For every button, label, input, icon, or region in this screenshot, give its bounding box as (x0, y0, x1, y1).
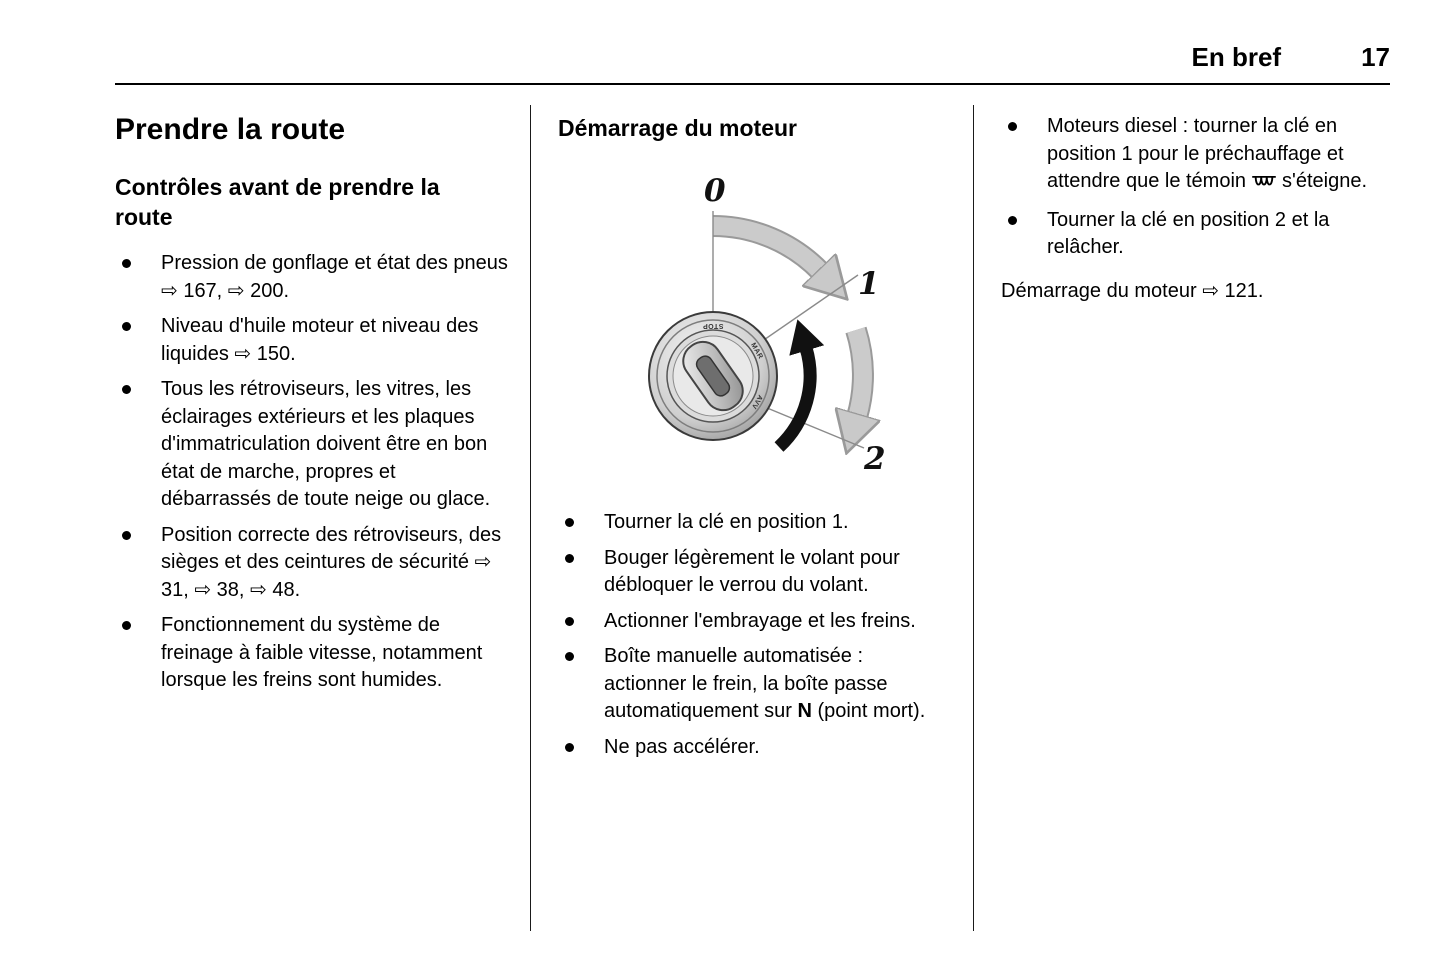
list-item: Tous les rétroviseurs, les vitres, les é… (115, 376, 508, 514)
lock-label-stop: STOP (703, 322, 724, 329)
column-divider (530, 105, 531, 931)
list-item: Ne pas accélérer. (558, 734, 947, 762)
list-item: Boîte manuelle automatisée : actionner l… (558, 643, 947, 726)
position-label-2: 2 (863, 441, 886, 477)
section-title: En bref (1191, 42, 1282, 72)
return-arrow (774, 319, 825, 452)
page-number: 17 (1361, 42, 1390, 72)
column-engine-start: Démarrage du moteur (531, 85, 973, 931)
list-item-text: Moteurs diesel : tourner la clé en posit… (1047, 115, 1344, 192)
glow-plug-icon (1252, 171, 1277, 199)
cross-reference: Démarrage du moteur ⇨ 121. (1001, 279, 1264, 302)
list-item: Tourner la clé en position 2 et la relâc… (1001, 207, 1385, 262)
content-columns: Prendre la route Contrôles avant de pren… (115, 85, 1445, 931)
rotation-arc-0-to-1 (712, 215, 821, 272)
ignition-lock: STOP MAR AVV (648, 311, 778, 441)
leader-lines (712, 211, 865, 449)
column-divider (973, 105, 974, 931)
position-label-1: 1 (858, 266, 880, 302)
list-item: Niveau d'huile moteur et niveau des liqu… (115, 313, 508, 368)
chapter-heading: Prendre la route (115, 113, 346, 146)
list-item-text: Boîte manuelle automatisée : actionner l… (604, 645, 888, 722)
pre-drive-checks-list: Pression de gonflage et état des pneus ⇨… (115, 250, 508, 695)
list-item-text: (point mort). (811, 700, 926, 722)
list-item: Fonctionnement du système de freinage à … (115, 612, 508, 695)
position-label-0: 0 (704, 173, 726, 209)
manual-page: En bref 17 Prendre la route Contrôles av… (115, 0, 1445, 931)
key-head (682, 340, 744, 412)
list-item: Actionner l'embrayage et les freins. (558, 608, 947, 636)
page-header: En bref 17 (115, 0, 1390, 85)
list-item-text: s'éteigne. (1282, 170, 1368, 192)
gear-position-n: N (797, 700, 812, 722)
ignition-switch-illustration: STOP MAR AVV 0 1 2 (648, 173, 886, 477)
list-item: Bouger légèrement le volant pour débloqu… (558, 545, 947, 600)
diesel-start-steps-list: Moteurs diesel : tourner la clé en posit… (1001, 113, 1385, 262)
engine-start-steps-list: Tourner la clé en position 1. Bouger lég… (558, 509, 947, 761)
subsection-heading: Contrôles avant de prendre la route (115, 174, 440, 230)
subsection-heading: Démarrage du moteur (558, 115, 798, 141)
list-item: Moteurs diesel : tourner la clé en posit… (1001, 113, 1385, 199)
list-item: Tourner la clé en position 1. (558, 509, 947, 537)
column-diesel-notes: Moteurs diesel : tourner la clé en posit… (974, 85, 1389, 931)
list-item: Position correcte des rétroviseurs, des … (115, 522, 508, 605)
rotation-arc-1-to-2 (856, 326, 863, 417)
ignition-switch-figure: STOP MAR AVV 0 1 2 (558, 161, 950, 487)
list-item: Pression de gonflage et état des pneus ⇨… (115, 250, 508, 305)
column-taking-the-road: Prendre la route Contrôles avant de pren… (115, 85, 530, 931)
